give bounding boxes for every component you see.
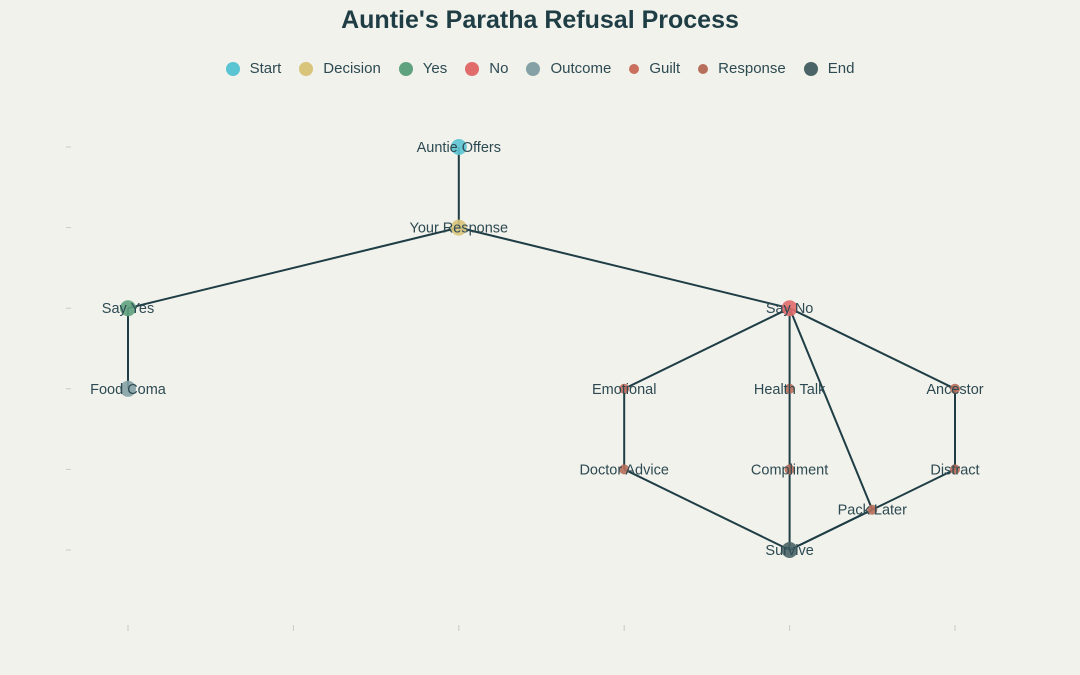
legend-label: Guilt	[649, 60, 681, 77]
legend-item-outcome[interactable]: Outcome	[526, 60, 611, 77]
node-no[interactable]	[781, 300, 798, 317]
edge-no-emotional	[623, 307, 791, 390]
legend-label: No	[489, 60, 509, 77]
node-label-doctor: Doctor Advice	[579, 462, 668, 478]
node-response[interactable]	[450, 219, 467, 236]
node-distract[interactable]	[950, 464, 960, 475]
legend-item-start[interactable]: Start	[225, 60, 282, 77]
node-pack[interactable]	[867, 504, 878, 515]
edge-doctor-survive	[623, 468, 791, 551]
node-label-no: Say No	[766, 301, 814, 317]
edge-no-ancestor	[789, 307, 956, 390]
legend-marker-icon	[698, 63, 709, 74]
node-label-survive: Survive	[765, 543, 813, 559]
legend-marker-icon	[225, 61, 240, 76]
edge-response-yes	[127, 226, 460, 310]
legend-marker-icon	[299, 61, 314, 76]
edge-response-no	[458, 226, 790, 310]
edges	[127, 147, 956, 551]
legend-marker-icon	[465, 61, 480, 76]
node-label-pack: Pack Later	[838, 503, 907, 519]
node-label-health: Health Talk	[754, 382, 826, 398]
diagram-title: Auntie's Paratha Refusal Process	[341, 6, 739, 34]
node-emotional[interactable]	[619, 383, 630, 394]
legend-label: Start	[249, 60, 282, 77]
node-label-ancestor: Ancestor	[926, 382, 983, 398]
node-yes[interactable]	[120, 300, 136, 317]
legend-marker-icon	[629, 63, 640, 74]
legend-label: Decision	[323, 60, 381, 77]
legend-item-yes[interactable]: Yes	[398, 60, 448, 77]
node-doctor[interactable]	[619, 464, 630, 475]
edge-no-pack	[788, 307, 874, 511]
node-health[interactable]	[784, 383, 795, 394]
legend-label: Outcome	[550, 60, 612, 77]
legend-marker-icon	[526, 61, 541, 76]
node-label-compliment: Compliment	[751, 462, 828, 478]
node-survive[interactable]	[781, 542, 798, 558]
node-label-response: Your Response	[409, 221, 508, 237]
nodes	[120, 139, 960, 558]
legend-item-decision[interactable]: Decision	[299, 60, 381, 77]
node-label-coma: Food Coma	[90, 382, 167, 398]
legend: Start Decision Yes No Outcome Guilt Response En…	[0, 60, 1080, 77]
node-auntie[interactable]	[450, 139, 467, 155]
node-label-distract: Distract	[930, 462, 979, 478]
node-label-emotional: Emotional	[592, 382, 656, 398]
legend-label: Response	[718, 60, 786, 77]
node-label-yes: Say Yes	[102, 301, 154, 317]
legend-item-response[interactable]: Response	[698, 60, 786, 77]
node-compliment[interactable]	[784, 464, 795, 475]
node-coma[interactable]	[120, 380, 136, 397]
axis-ticks	[66, 146, 956, 631]
legend-label: Yes	[422, 60, 448, 77]
legend-item-guilt[interactable]: Guilt	[629, 60, 680, 77]
legend-item-no[interactable]: No	[465, 60, 508, 77]
legend-marker-icon	[803, 61, 818, 76]
legend-label: End	[827, 60, 855, 77]
node-ancestor[interactable]	[950, 383, 960, 394]
legend-marker-icon	[398, 61, 413, 76]
node-label-auntie: Auntie Offers	[417, 140, 501, 156]
legend-item-end[interactable]: End	[803, 60, 855, 77]
